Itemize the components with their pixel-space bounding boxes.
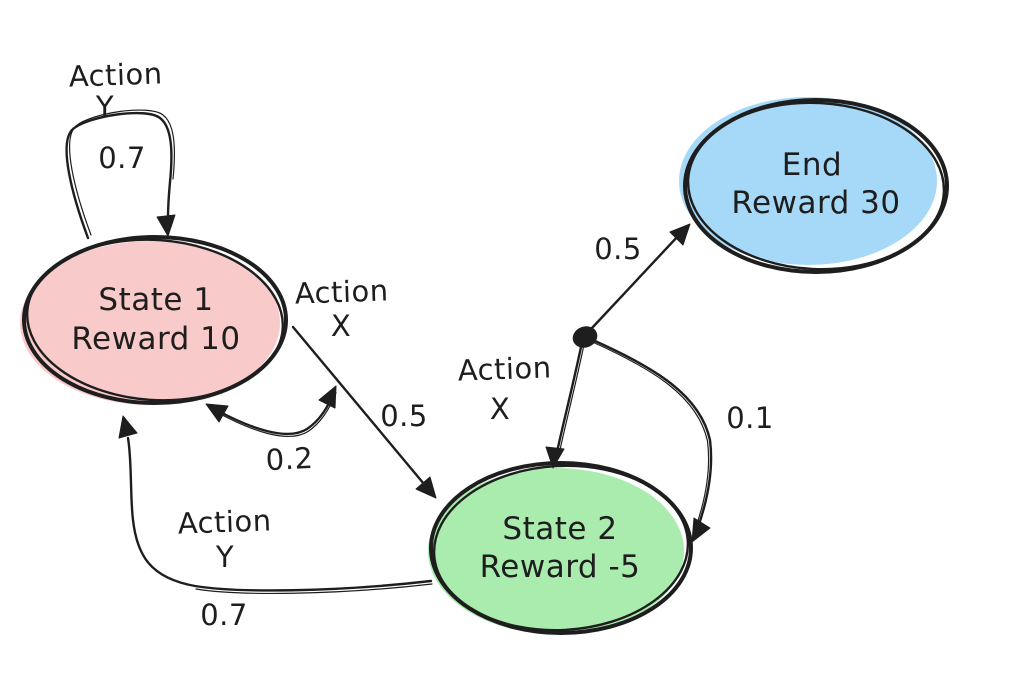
- state2-reward: Reward -5: [480, 549, 641, 585]
- edge-state1-to-state2: Action X 0.5: [291, 273, 437, 499]
- node-end: End Reward 30: [679, 97, 949, 274]
- edge-state1-self-loop: Action Y 0.7: [65, 56, 176, 240]
- self-loop-path: [65, 111, 173, 240]
- junction-to-state2-top-path: [555, 345, 583, 454]
- state2-outline: [429, 461, 693, 635]
- state1-to-state2-probability-label: 0.5: [380, 399, 428, 433]
- junction-to-end-probability-label: 0.5: [594, 232, 642, 266]
- junction-to-end-arrowhead: [669, 223, 691, 246]
- state2-action-y-key-label: Y: [215, 540, 234, 574]
- self-loop-action-key-label: Y: [95, 90, 114, 124]
- edge-state2-to-state1: Action Y 0.7: [118, 415, 433, 632]
- junction-01-probability-label: 0.1: [726, 401, 774, 435]
- end-title: End: [782, 147, 842, 183]
- end-reward: Reward 30: [731, 185, 900, 221]
- return-02-arrowhead-left: [205, 403, 229, 423]
- state1-reward: Reward 10: [71, 321, 240, 357]
- state1-title: State 1: [98, 282, 213, 318]
- edge-junction-to-end: 0.5: [590, 223, 691, 330]
- edge-return-to-state1-02: 0.2: [205, 385, 337, 477]
- state1-outline: [22, 235, 288, 405]
- junction-to-end-path: [590, 233, 681, 330]
- state2-action-x-label: Action: [457, 350, 552, 387]
- self-loop-arrowhead: [156, 214, 176, 237]
- state1-action-x-label: Action: [294, 273, 389, 310]
- junction-dot: [572, 326, 598, 348]
- self-loop-probability-label: 0.7: [98, 141, 146, 175]
- state2-to-state1-probability-label: 0.7: [200, 598, 248, 632]
- self-loop-action-label: Action: [68, 56, 163, 93]
- junction-01-path: [593, 339, 713, 532]
- junction-01-arrowhead: [691, 517, 711, 543]
- end-outline-sketch: [686, 101, 946, 271]
- state2-to-state1-arrowhead: [118, 415, 138, 439]
- state2-title: State 2: [502, 511, 617, 547]
- return-02-path: [209, 388, 337, 436]
- state2-fill: [428, 468, 684, 634]
- state1-to-state2-path: [291, 325, 426, 486]
- state1-outline-sketch: [25, 238, 285, 402]
- state2-to-state1-path: [126, 436, 433, 592]
- return-02-probability-label: 0.2: [265, 441, 314, 477]
- state2-outline-sketch: [432, 464, 690, 632]
- end-outline: [683, 98, 949, 274]
- return-02-path-sketch: [211, 391, 337, 438]
- state1-fill: [20, 241, 280, 405]
- state2-action-y-label: Action: [177, 503, 272, 540]
- junction-to-state2-top-arrowhead: [545, 446, 565, 469]
- state1-to-state2-arrowhead: [415, 476, 437, 499]
- state2-to-state1-path-sketch: [195, 583, 433, 595]
- end-fill: [679, 97, 937, 265]
- node-state1: State 1 Reward 10: [20, 235, 288, 405]
- state1-action-x-key-label: X: [331, 309, 351, 343]
- edge-state2-action-x: Action X: [457, 326, 598, 469]
- self-loop-path-sketch: [69, 109, 176, 236]
- state2-action-x-key-label: X: [490, 392, 510, 426]
- return-02-arrowhead-right: [318, 385, 337, 409]
- node-state2: State 2 Reward -5: [428, 461, 693, 635]
- edge-junction-to-state2-01: 0.1: [591, 339, 774, 543]
- junction-to-state2-top-path-sketch: [558, 346, 585, 453]
- junction-01-path-sketch: [591, 341, 710, 532]
